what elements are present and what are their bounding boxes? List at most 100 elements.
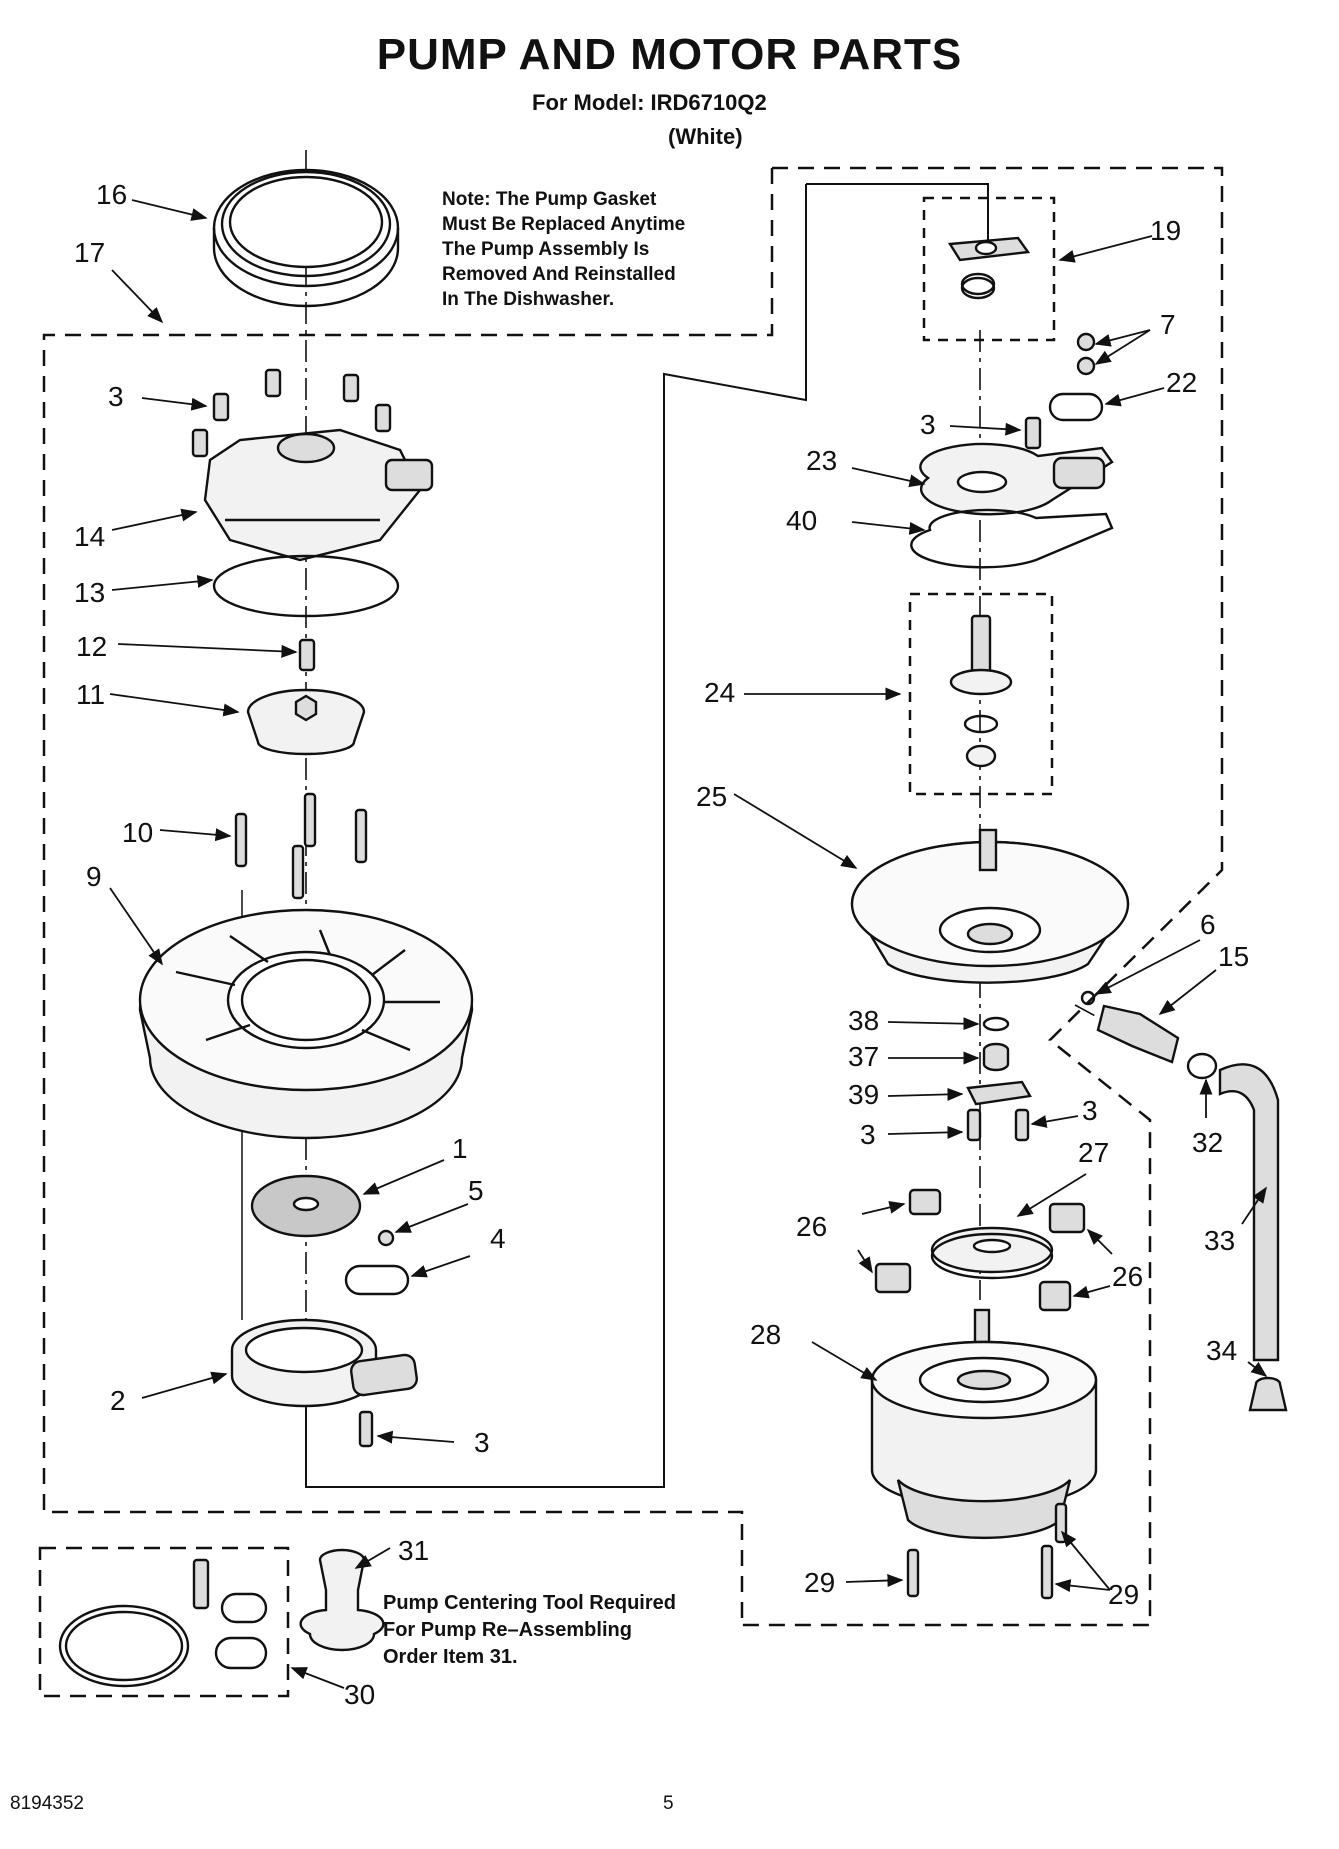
part-4-gasket (344, 1264, 410, 1296)
part-27-rotor (930, 1226, 1054, 1280)
bracket-line-top (806, 183, 989, 240)
callout-3: 3 (108, 381, 124, 412)
part-29-screw (1040, 1544, 1054, 1600)
part-3-screw (966, 1108, 982, 1142)
part-39-bracket (966, 1080, 1032, 1106)
part-11-impeller (246, 688, 366, 756)
bracket-line (305, 184, 807, 1488)
callout-23: 23 (806, 445, 837, 476)
callout-15: 15 (1218, 941, 1249, 972)
frame-30 (38, 1546, 290, 1698)
callout-29: 29 (804, 1567, 835, 1598)
note-line: Removed And Reinstalled (442, 264, 676, 285)
part-37-seal (982, 1042, 1010, 1072)
model-number: For Model: IRD6710Q2 (532, 90, 767, 115)
part-22-gasket (1048, 392, 1104, 422)
note-line: Order Item 31. (383, 1646, 518, 1668)
callout-25: 25 (696, 781, 727, 812)
callout-24: 24 (704, 677, 735, 708)
center-axes (305, 150, 1141, 1330)
callout-27: 27 (1078, 1137, 1109, 1168)
callout-38: 38 (848, 1005, 879, 1036)
callout-16: 16 (96, 179, 127, 210)
callout-40: 40 (786, 505, 817, 536)
callout-26: 26 (796, 1211, 827, 1242)
pump-gasket-note: Note: The Pump Gasket Must Be Replaced A… (442, 187, 762, 312)
callout-32: 32 (1192, 1127, 1223, 1158)
part-3-screw (1014, 1108, 1030, 1142)
assembly-frames (38, 166, 1224, 1698)
part-3-screw-right (1024, 416, 1042, 450)
part-33-hose (1218, 1063, 1280, 1362)
part-26-clip (1048, 1202, 1086, 1234)
note-line: In The Dishwasher. (442, 289, 615, 310)
frame-17 (42, 168, 774, 1625)
callout-33: 33 (1204, 1225, 1235, 1256)
part-9-pump-base (138, 908, 474, 1140)
callout-29: 29 (1108, 1579, 1139, 1610)
part-19-contents (947, 236, 1031, 300)
callout-34: 34 (1206, 1335, 1237, 1366)
part-23-cover (919, 442, 1114, 516)
callout-3: 3 (1082, 1095, 1098, 1126)
part-28-motor (870, 1308, 1098, 1540)
callout-1: 1 (452, 1133, 468, 1164)
callout-39: 39 (848, 1079, 879, 1110)
callout-37: 37 (848, 1041, 879, 1072)
leader-lines (109, 199, 1268, 1689)
page-title: PUMP AND MOTOR PARTS (376, 30, 963, 79)
part-2-guard (230, 1318, 418, 1408)
callout-labels: 16 17 3 14 13 12 11 10 9 1 5 4 2 3 19 7 … (74, 179, 1249, 1710)
callout-2: 2 (110, 1385, 126, 1416)
part-16-gasket-ring (212, 168, 400, 308)
callout-3: 3 (920, 409, 936, 440)
callout-17: 17 (74, 237, 105, 268)
callout-7: 7 (1160, 309, 1176, 340)
callout-3: 3 (860, 1119, 876, 1150)
callout-28: 28 (750, 1319, 781, 1350)
part-6-o-ring (1080, 990, 1096, 1006)
note-line: For Pump Re–Assembling (383, 1619, 632, 1641)
part-32-clamp (1186, 1052, 1218, 1080)
callout-19: 19 (1150, 215, 1181, 246)
callout-12: 12 (76, 631, 107, 662)
part-26-clip (908, 1188, 942, 1216)
part-24-shaft-seals (949, 614, 1013, 768)
frame-19 (922, 196, 1056, 342)
callout-13: 13 (74, 577, 105, 608)
part-30-kit (58, 1558, 268, 1688)
part-13-o-ring (212, 554, 400, 618)
callout-5: 5 (468, 1175, 484, 1206)
document-code: 8194352 (10, 1793, 84, 1814)
callout-6: 6 (1200, 909, 1216, 940)
callout-30: 30 (344, 1679, 375, 1710)
part-1-filter-screen (250, 1174, 362, 1238)
note-line: Pump Centering Tool Required (383, 1592, 676, 1614)
note-line: Must Be Replaced Anytime (442, 214, 686, 235)
callout-10: 10 (122, 817, 153, 848)
part-25-housing (850, 828, 1130, 984)
part-31-centering-tool (299, 1548, 385, 1652)
model-color: (White) (668, 124, 743, 149)
callout-31: 31 (398, 1535, 429, 1566)
part-7-ball (1076, 332, 1096, 352)
note-line: Note: The Pump Gasket (442, 189, 657, 210)
callout-11: 11 (76, 679, 105, 710)
part-40-gasket (910, 508, 1114, 569)
part-14-pump-housing (203, 428, 434, 562)
note-line: The Pump Assembly Is (442, 239, 650, 260)
part-10-bolts (234, 792, 368, 900)
centering-tool-note: Pump Centering Tool Required For Pump Re… (383, 1590, 743, 1671)
page-number: 5 (663, 1793, 674, 1814)
part-3-screw-bottom (358, 1410, 374, 1448)
callout-22: 22 (1166, 367, 1197, 398)
part-29-screw (906, 1548, 920, 1598)
part-34-cap (1248, 1376, 1288, 1412)
callout-14: 14 (74, 521, 105, 552)
frame-24 (908, 592, 1054, 796)
part-7-ball (1076, 356, 1096, 376)
part-26-clip (1038, 1280, 1072, 1312)
part-15-fitting (1096, 1004, 1180, 1064)
